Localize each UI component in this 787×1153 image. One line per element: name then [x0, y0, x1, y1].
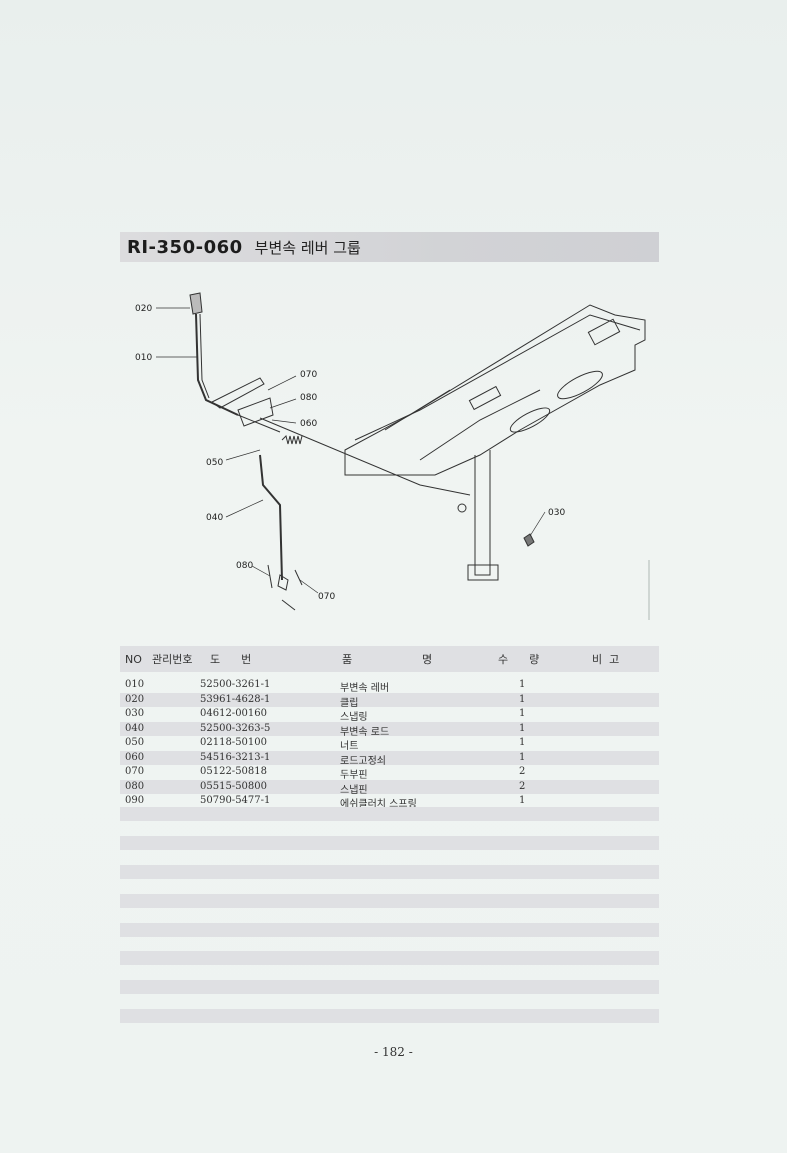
exploded-view-drawing: 020 010 070 080 060 050 040 030 080 070	[135, 292, 646, 611]
row-quantity: 1	[519, 708, 526, 719]
parts-table: NO 관리번호 도 번 품 명 수 량 비 고 010 52500-3261-1 부…	[120, 646, 659, 810]
callout-070-lower: 070	[318, 592, 335, 602]
row-drawing-no: 04612-00160	[200, 708, 268, 719]
callout-010: 010	[135, 353, 152, 363]
table-row: 040 52500-3263-5 부변속 로드 1	[120, 721, 659, 738]
row-drawing-no: 05515-50800	[200, 780, 268, 792]
scan-artifact	[648, 560, 650, 620]
table-empty-row	[120, 836, 659, 850]
table-empty-row	[120, 865, 659, 879]
row-drawing-no: 52500-3261-1	[200, 679, 271, 690]
row-quantity: 1	[519, 795, 526, 806]
row-drawing-no: 54516-3213-1	[200, 751, 271, 763]
table-empty-row	[120, 894, 659, 908]
table-empty-row	[120, 1009, 659, 1023]
row-part-name: 부변속 레버	[340, 683, 390, 694]
table-empty-row	[120, 951, 659, 965]
group-code: RI-350-060	[127, 236, 243, 258]
row-drawing-no: 52500-3263-5	[200, 722, 271, 734]
table-empty-row	[120, 923, 659, 937]
table-row: 080 05515-50800 스냅핀 2	[120, 779, 659, 796]
row-quantity: 1	[519, 737, 526, 748]
spring	[281, 435, 303, 445]
header-mgmt-no: 관리번호	[152, 653, 193, 666]
title-bar: RI-350-060 부변속 레버 그룹	[120, 232, 659, 262]
table-empty-row	[120, 807, 659, 821]
table-row: 070 05122-50818 두부핀 2	[120, 765, 659, 781]
row-no: 030	[125, 708, 145, 719]
header-remarks: 비 고	[592, 653, 620, 666]
row-part-name: 스냅핀	[340, 784, 368, 796]
callout-020: 020	[135, 304, 152, 314]
row-no: 010	[125, 679, 145, 690]
row-drawing-no: 50790-5477-1	[200, 795, 271, 806]
row-no: 090	[125, 795, 145, 806]
row-part-name: 두부핀	[340, 770, 368, 781]
callout-080: 080	[300, 393, 317, 403]
row-quantity: 2	[519, 766, 526, 777]
row-no: 080	[125, 780, 145, 792]
lever-shaft	[195, 313, 239, 416]
table-row: 030 04612-00160 스냅링 1	[120, 707, 659, 723]
row-part-name: 너트	[340, 741, 359, 752]
shift-rod	[259, 454, 283, 581]
table-row: 090 50790-5477-1 에쉬클러치 스프링 1	[120, 794, 659, 810]
row-quantity: 1	[519, 679, 526, 690]
row-no: 070	[125, 766, 145, 777]
table-row: 010 52500-3261-1 부변속 레버 1	[120, 678, 659, 694]
row-drawing-no: 02118-50100	[200, 737, 268, 748]
row-quantity: 2	[519, 780, 526, 792]
callout-080-lower: 080	[236, 561, 253, 571]
callout-050: 050	[206, 458, 223, 468]
row-part-name: 로드고정쇠	[340, 755, 386, 767]
callout-030: 030	[548, 508, 565, 518]
table-row: 060 54516-3213-1 로드고정쇠 1	[120, 750, 659, 767]
row-no: 060	[125, 751, 145, 763]
row-quantity: 1	[519, 693, 526, 705]
table-empty-row	[120, 980, 659, 994]
table-row: 020 53961-4628-1 클립 1	[120, 692, 659, 709]
table-row: 050 02118-50100 너트 1	[120, 736, 659, 752]
row-no: 040	[125, 722, 145, 734]
row-drawing-no: 53961-4628-1	[200, 693, 271, 705]
row-quantity: 1	[519, 751, 526, 763]
row-no: 020	[125, 693, 145, 705]
header-no: NO	[125, 652, 142, 666]
page-number: - 182 -	[374, 1045, 413, 1059]
table-body: 010 52500-3261-1 부변속 레버 1 020 53961-4628-1 클립 1…	[120, 678, 659, 810]
row-part-name: 클립	[340, 697, 359, 709]
row-drawing-no: 05122-50818	[200, 766, 268, 777]
row-part-name: 스냅링	[340, 712, 368, 723]
snap-ring	[457, 503, 467, 513]
row-no: 050	[125, 737, 145, 748]
group-title: 부변속 레버 그룹	[254, 238, 361, 257]
row-quantity: 1	[519, 722, 526, 734]
callout-070: 070	[300, 370, 317, 380]
frame-body	[344, 304, 646, 476]
header-drawing-no: 도 번	[210, 653, 252, 666]
row-part-name: 에쉬클러치 스프링	[340, 799, 417, 810]
lever-knob	[189, 292, 203, 315]
table-header: NO 관리번호 도 번 품 명 수 량 비 고	[120, 646, 659, 672]
callout-040: 040	[206, 513, 223, 523]
header-part-name: 품 명	[342, 653, 433, 666]
callout-060: 060	[300, 419, 317, 429]
parts-diagram: 020 010 070 080 060 050 040 030 080 070	[120, 280, 659, 625]
row-part-name: 부변속 로드	[340, 726, 390, 738]
header-quantity: 수 량	[498, 653, 540, 666]
